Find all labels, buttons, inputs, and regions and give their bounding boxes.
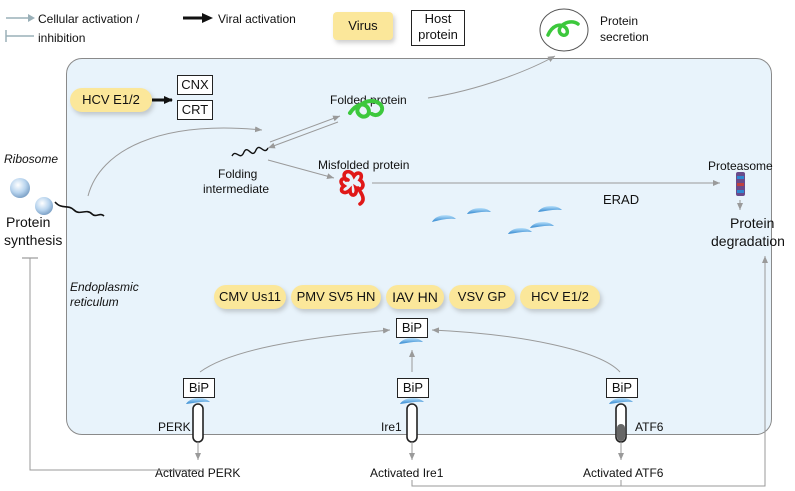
legend-viral-activation-label: Viral activation (218, 12, 296, 26)
folding-intermediate-icon (231, 146, 269, 157)
er-label-1: Endoplasmic (70, 280, 139, 294)
viral-protein-cmv-us11: CMV Us11 (214, 285, 286, 309)
legend-protein-label: protein (418, 27, 458, 42)
synthesis-to-er-arrow (87, 126, 263, 197)
atf6-release-bip-arrow (431, 327, 621, 373)
activated-ire1-label: Activated Ire1 (370, 466, 444, 480)
ribosome-icon (10, 178, 105, 217)
atf6-label: ATF6 (635, 420, 664, 434)
legend-inhibition-label: inhibition (38, 31, 86, 45)
erad-label: ERAD (603, 192, 640, 207)
bip-perk-box: BiP (183, 378, 215, 398)
ribosome-label: Ribosome (4, 152, 59, 166)
ire1-label: Ire1 (381, 420, 402, 434)
misfolded-protein-label: Misfolded protein (318, 158, 410, 172)
er-label-2: reticulum (70, 295, 119, 309)
proteasome-label: Proteasome (708, 159, 773, 173)
bip-ire1-box: BiP (397, 378, 429, 398)
legend-host-label: Host (424, 11, 452, 26)
activated-atf6-label: Activated ATF6 (583, 466, 664, 480)
protein-degradation-label-1: Protein (730, 215, 775, 231)
legend-host-protein-box: Host protein (411, 10, 465, 46)
protein-degradation-label-2: degradation (711, 233, 785, 249)
secretion-arrow (427, 55, 556, 99)
bip-center-chaperone (399, 338, 423, 344)
ire1-sensor (400, 398, 424, 460)
folding-intermediate-label-1: Folding (218, 167, 258, 181)
legend-inhibition-symbol (5, 30, 34, 42)
perk-label: PERK (158, 420, 191, 434)
protein-synthesis-label-2: synthesis (4, 232, 63, 248)
bip-atf6-box: BiP (606, 378, 638, 398)
folding-reverse-arrow (267, 121, 339, 149)
endoplasmic-reticulum-compartment (66, 58, 772, 435)
legend-activation-arrow (6, 14, 35, 22)
bip-center-box: BiP (396, 318, 428, 338)
viral-protein-iav-hn: IAV HN (386, 285, 444, 309)
legend-viral-arrow (183, 13, 213, 23)
perk-sensor (186, 398, 210, 460)
free-bip-chaperones (432, 206, 562, 234)
folded-protein-icon (348, 99, 385, 119)
perk-release-bip-arrow (199, 327, 391, 373)
perk-inhibits-synthesis-line (22, 257, 200, 471)
misfolded-protein-icon (339, 169, 365, 206)
legend-virus-box: Virus (333, 12, 393, 40)
hcv-e1-2-top-pill: HCV E1/2 (70, 88, 152, 112)
viral-protein-hcv-e1-2: HCV E1/2 (520, 285, 600, 309)
folding-forward-arrow (269, 115, 341, 143)
protein-secretion-label-2: secretion (600, 30, 649, 44)
crt-box: CRT (177, 100, 213, 120)
viral-protein-vsv-gp: VSV GP (449, 285, 515, 309)
folding-intermediate-label-2: intermediate (203, 182, 270, 196)
legend-cellular-activation-label: Cellular activation / (38, 12, 140, 26)
viral-protein-pmv-sv5-hn: PMV SV5 HN (291, 285, 381, 309)
atf6-sensor (609, 398, 633, 460)
misfolding-arrow (267, 159, 335, 180)
proteasome-icon (736, 172, 745, 196)
protein-secretion-label-1: Protein (600, 14, 639, 28)
secreted-protein-icon (539, 8, 589, 52)
upr-to-degradation-line (411, 256, 768, 487)
protein-synthesis-label-1: Protein (6, 214, 51, 230)
cnx-box: CNX (177, 75, 213, 95)
